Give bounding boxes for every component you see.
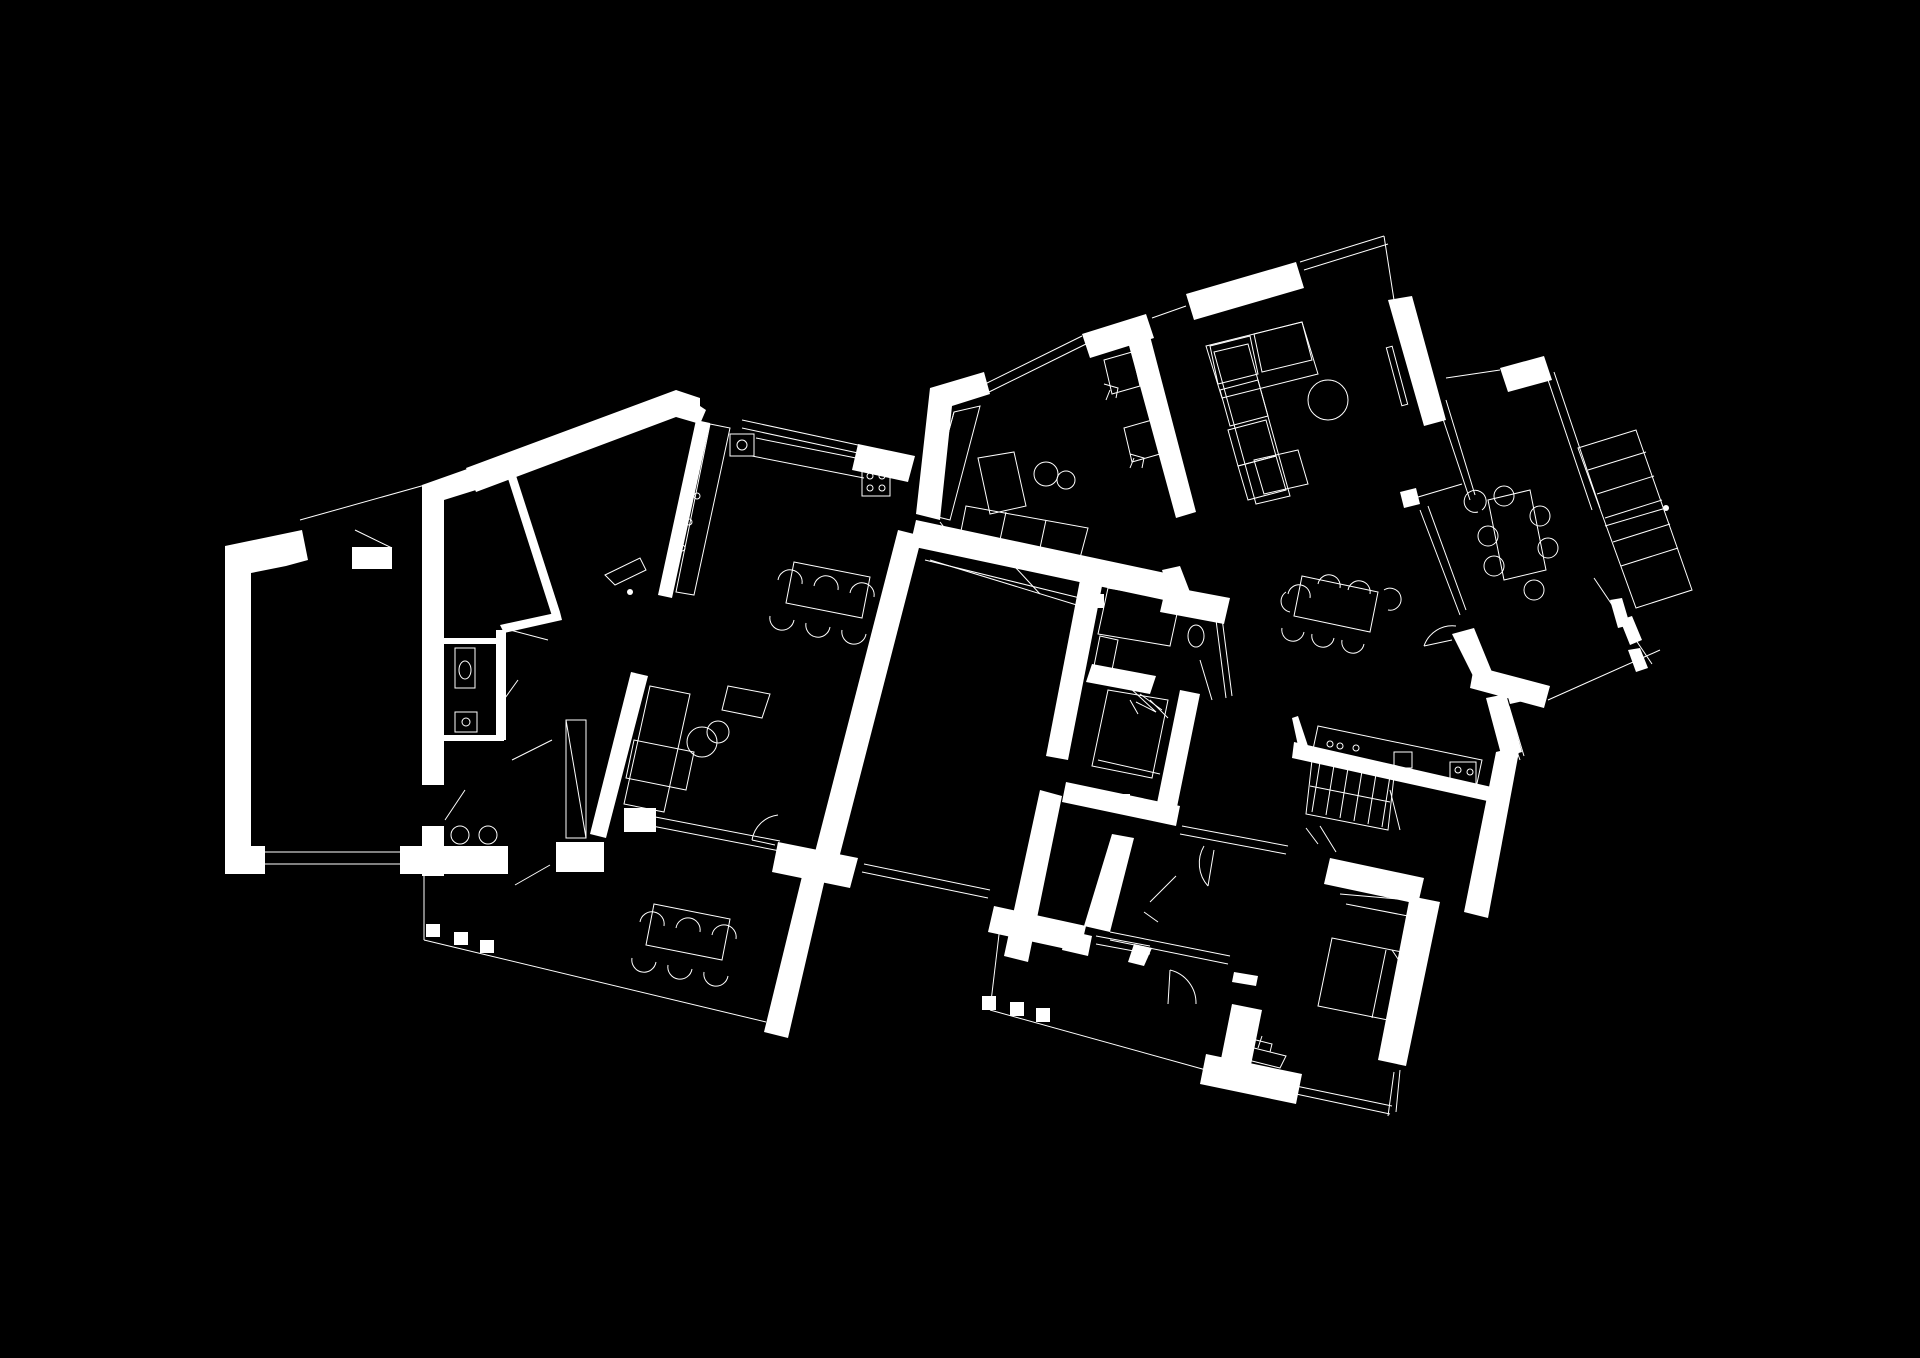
dining-table-1 [769,561,875,645]
sofa-group-1 [590,672,771,838]
wc-utility-core [400,460,562,886]
bedroom-south [1200,825,1440,1117]
door-swings [939,521,1221,713]
east-unit [910,235,1693,1117]
dining-table-2 [631,903,737,987]
dining-table-3 [1280,574,1402,654]
west-terrace [423,876,767,1023]
east-steps [1577,429,1693,609]
party-wall [764,530,991,1038]
east-terrace-south [982,925,1231,1071]
kitchen-stair-east [1292,686,1528,918]
living-east [1205,321,1559,654]
garage [225,484,426,874]
west-unit [225,390,991,1038]
living-kitchen [466,390,915,872]
dining-table-4 [1463,485,1559,601]
east-central-walls [910,520,1289,1005]
